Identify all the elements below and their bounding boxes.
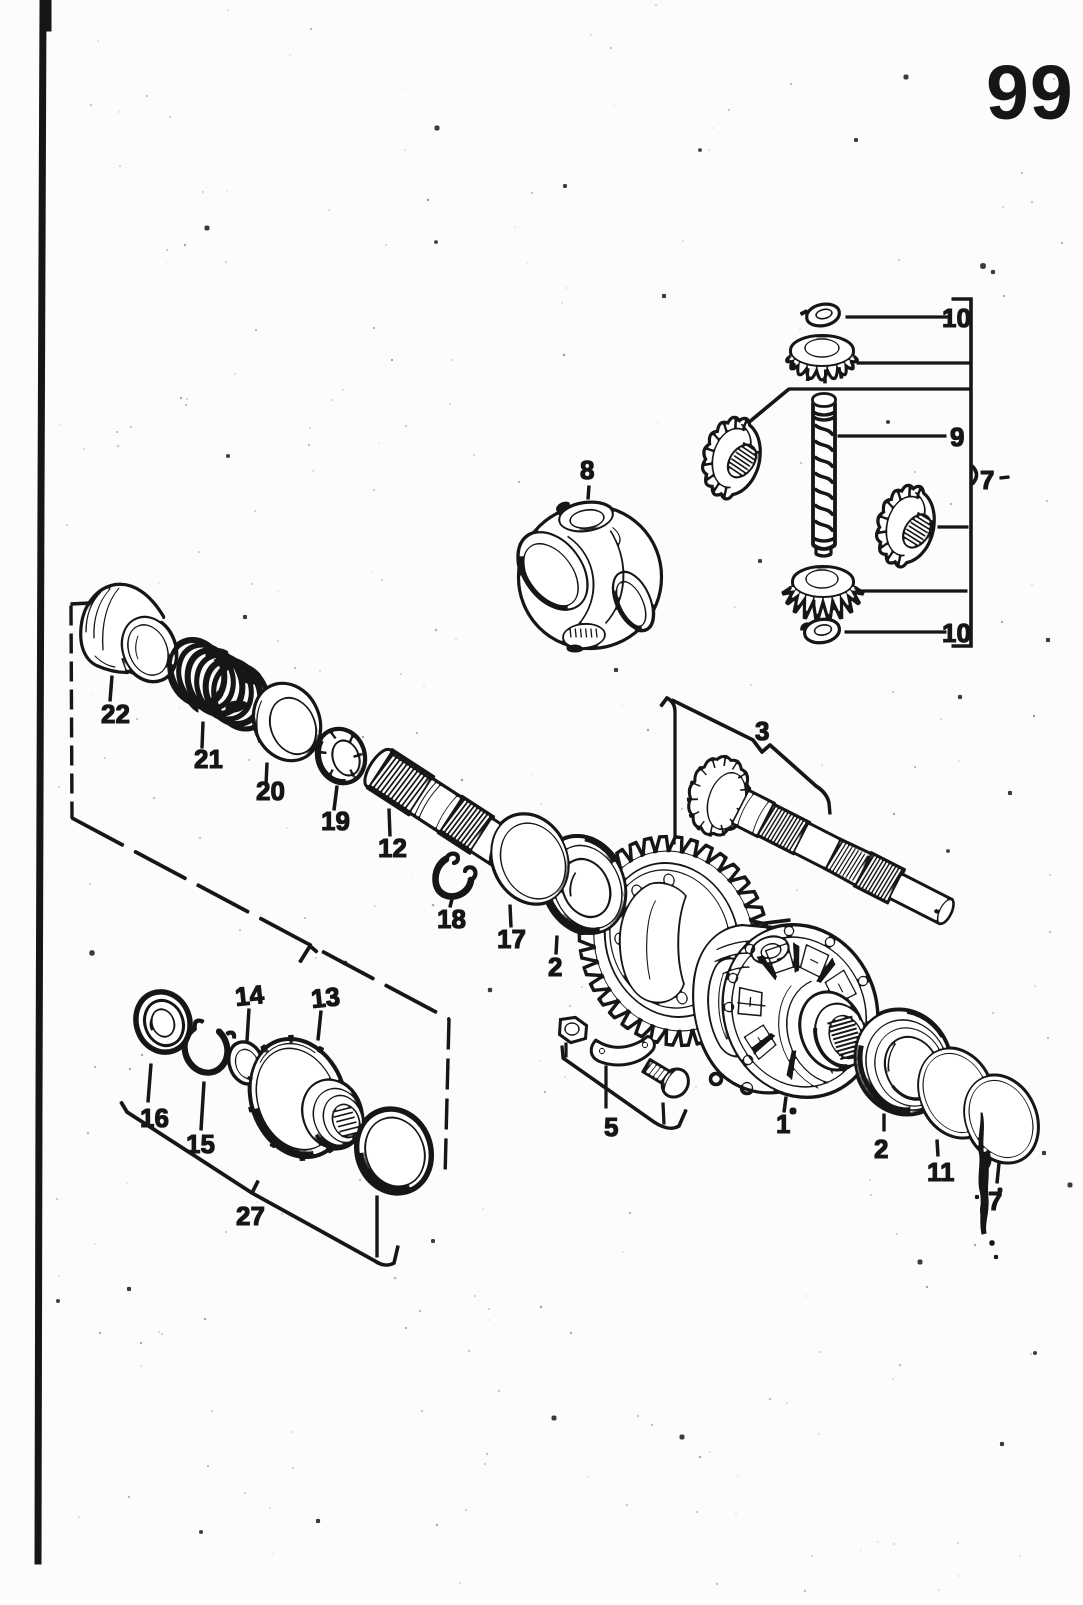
svg-text:11: 11 bbox=[927, 1157, 955, 1187]
svg-text:9: 9 bbox=[950, 422, 964, 452]
svg-text:2: 2 bbox=[874, 1134, 888, 1164]
svg-text:3: 3 bbox=[755, 716, 769, 746]
svg-text:13: 13 bbox=[309, 981, 341, 1014]
svg-text:2: 2 bbox=[548, 952, 562, 982]
svg-text:14: 14 bbox=[233, 979, 265, 1012]
svg-text:27: 27 bbox=[236, 1201, 265, 1231]
svg-text:15: 15 bbox=[186, 1129, 215, 1159]
svg-text:8: 8 bbox=[580, 455, 594, 485]
svg-text:10: 10 bbox=[942, 618, 971, 648]
svg-text:1: 1 bbox=[776, 1109, 790, 1139]
svg-text:21: 21 bbox=[194, 744, 223, 774]
svg-text:12: 12 bbox=[378, 833, 407, 863]
svg-text:22: 22 bbox=[101, 699, 130, 729]
svg-text:20: 20 bbox=[256, 776, 285, 806]
svg-text:18: 18 bbox=[437, 904, 466, 934]
svg-text:99: 99 bbox=[986, 50, 1074, 136]
svg-text:5: 5 bbox=[604, 1112, 618, 1142]
svg-text:16: 16 bbox=[140, 1103, 169, 1133]
svg-text:10: 10 bbox=[942, 303, 971, 333]
svg-text:7: 7 bbox=[980, 465, 994, 495]
svg-text:19: 19 bbox=[321, 806, 350, 836]
svg-text:7: 7 bbox=[988, 1186, 1002, 1216]
svg-text:17: 17 bbox=[497, 924, 526, 954]
